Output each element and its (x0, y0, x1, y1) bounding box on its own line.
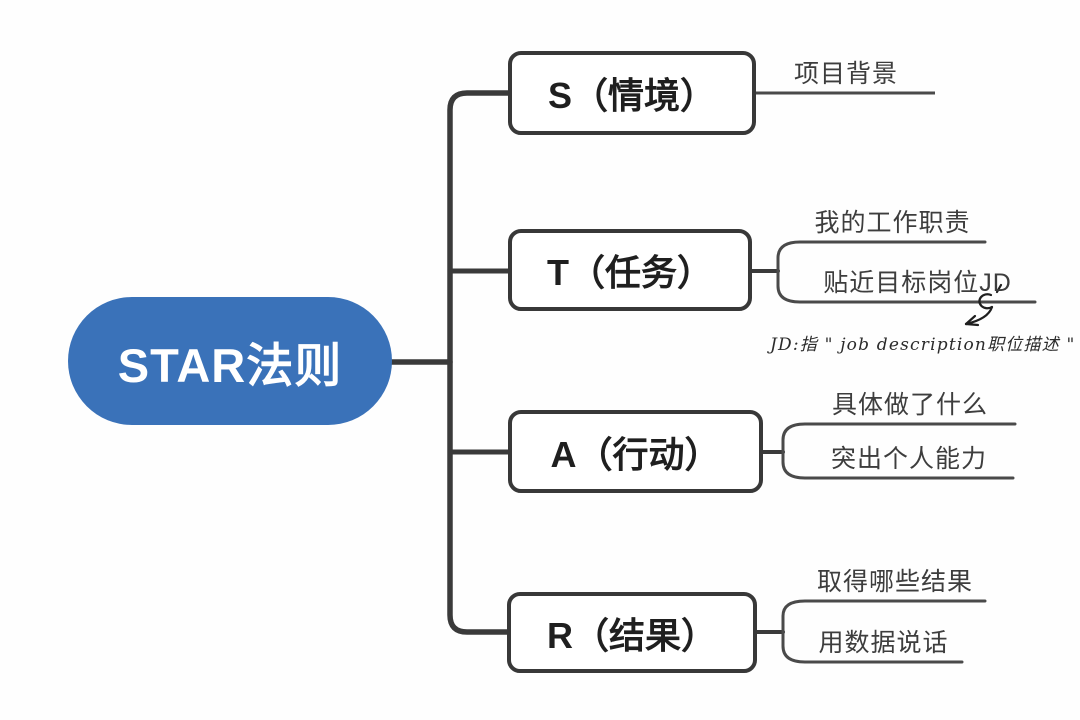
child-bracket-r (781, 599, 987, 664)
child-label-match-target-jd: 贴近目标岗位JD (823, 269, 1012, 297)
root-topic-star: STAR法则 (68, 297, 392, 425)
child-label-results-achieved: 取得哪些结果 (816, 568, 973, 596)
child-bracket-t (776, 240, 1037, 304)
topic-box-t-task: T（任务） (508, 229, 752, 311)
child-label-what-was-done: 具体做了什么 (831, 391, 988, 419)
jd-annotation-note: JD:指 " job description职位描述 " (770, 335, 1076, 355)
child-label-speak-with-data: 用数据说话 (818, 629, 949, 657)
child-label-project-background: 项目背景 (793, 60, 898, 88)
topic-box-a-action: A（行动） (508, 410, 763, 493)
topic-box-r-result: R（结果） (507, 592, 757, 673)
child-label-my-duties: 我的工作职责 (814, 209, 971, 237)
child-label-highlight-ability: 突出个人能力 (830, 445, 987, 473)
child-bracket-a (781, 422, 1017, 480)
annotation-arrow-icon (964, 283, 1003, 327)
trunk-connector (447, 90, 511, 635)
topic-box-s-situation: S（情境） (508, 51, 756, 135)
